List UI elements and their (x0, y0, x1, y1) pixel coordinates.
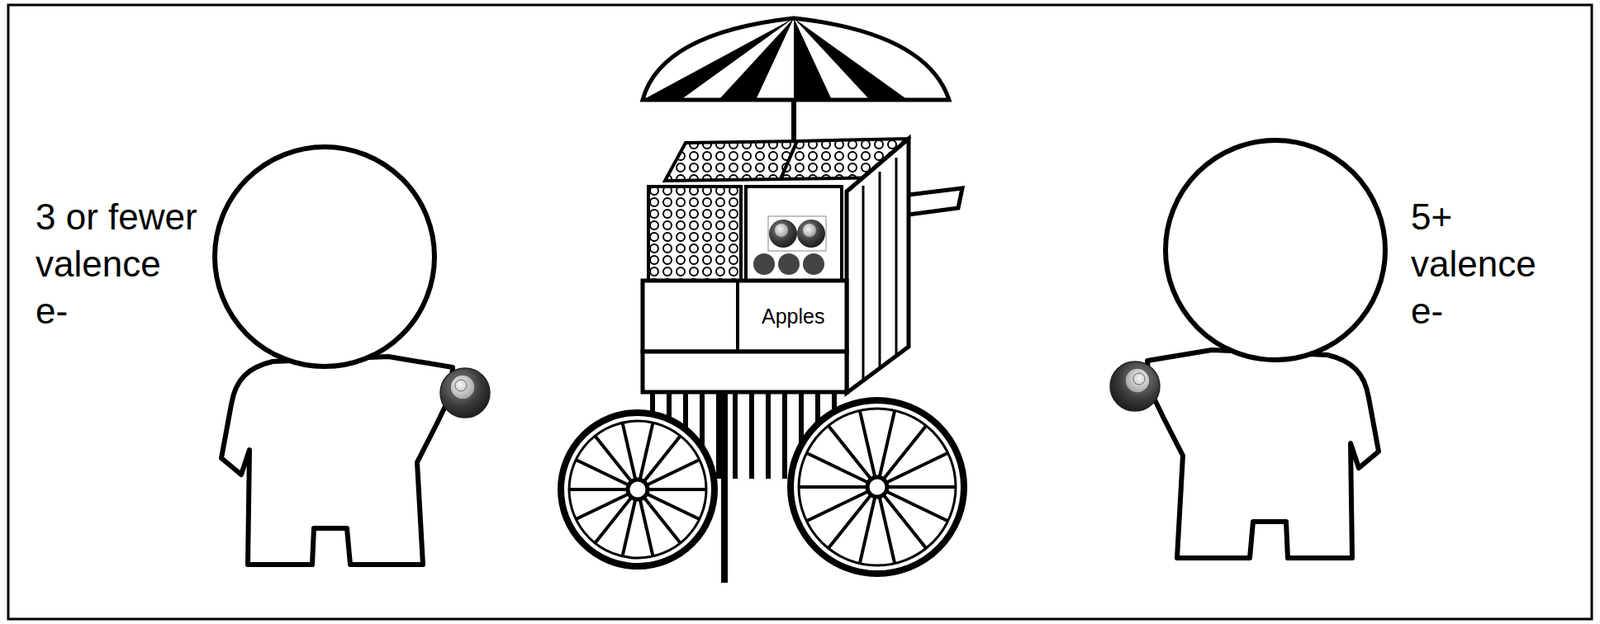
wheel-spoke (643, 436, 680, 483)
wheel-spoke (575, 460, 629, 486)
wheel-spoke (806, 491, 869, 522)
drawing-part (745, 186, 842, 281)
drawing-part (642, 18, 950, 100)
wheel-spoke (859, 410, 875, 478)
drawing-part (716, 392, 722, 480)
side-label: 5+ valence e- (1410, 193, 1576, 335)
drawing-part (895, 157, 898, 357)
wheel-spoke (647, 488, 707, 492)
drawing-part (793, 18, 908, 100)
drawing-part (642, 18, 908, 100)
drawing-part (908, 188, 963, 215)
drawing-part (642, 18, 794, 100)
drawing-part (878, 171, 882, 369)
drawing-part (793, 18, 832, 100)
right-person (1110, 140, 1386, 559)
wheel-rim (569, 421, 707, 559)
cart-wheel (560, 413, 715, 567)
drawing-part (642, 351, 847, 393)
wheel-spoke (828, 494, 872, 549)
drawing-part (664, 141, 798, 181)
apple-cart (560, 18, 964, 584)
drawing-part (642, 280, 847, 352)
drawing-part (648, 186, 741, 281)
wheel-spoke (622, 422, 637, 480)
drawing-part (778, 253, 800, 276)
drawing-part (797, 219, 826, 248)
drawing-part (802, 223, 817, 238)
drawing-part (721, 392, 728, 584)
wheel-spoke (798, 485, 868, 490)
cart-sign: Apples (759, 303, 827, 329)
wheel-hub (627, 479, 648, 500)
drawing-part (732, 392, 738, 480)
wheel-spoke (640, 499, 654, 557)
wheel-spoke (883, 426, 926, 480)
wheel-spoke (887, 485, 956, 490)
wheel-spoke (646, 493, 700, 520)
drawing-part (765, 392, 771, 480)
wheel-spoke (594, 497, 632, 544)
cart-wheel (790, 400, 964, 575)
drawing-part (862, 185, 865, 380)
wheel-spoke (569, 488, 628, 492)
drawing-part (791, 99, 797, 145)
wheel-hub (867, 477, 888, 498)
drawing-part (774, 223, 789, 238)
drawing-part (749, 392, 755, 480)
drawing-part (782, 392, 788, 480)
drawing-part (846, 138, 909, 394)
left-person (214, 147, 490, 565)
wheel-spoke (879, 497, 895, 565)
wheel-spoke (886, 491, 949, 522)
wheel-spoke (575, 493, 629, 520)
side-label: 3 or fewer valence e- (35, 193, 200, 335)
drawing-part (560, 400, 964, 575)
drawing-part (769, 219, 798, 248)
wheel-rim (798, 408, 956, 566)
drawing-part (718, 18, 794, 100)
wheel-spoke (646, 460, 700, 486)
drawing-part (735, 280, 740, 352)
wheel-spoke (886, 453, 949, 484)
frame-border (8, 4, 1592, 620)
drawing-part (753, 253, 775, 276)
drawing-part (768, 216, 827, 252)
drawing-part (802, 253, 825, 276)
wheel-spoke (806, 453, 869, 484)
